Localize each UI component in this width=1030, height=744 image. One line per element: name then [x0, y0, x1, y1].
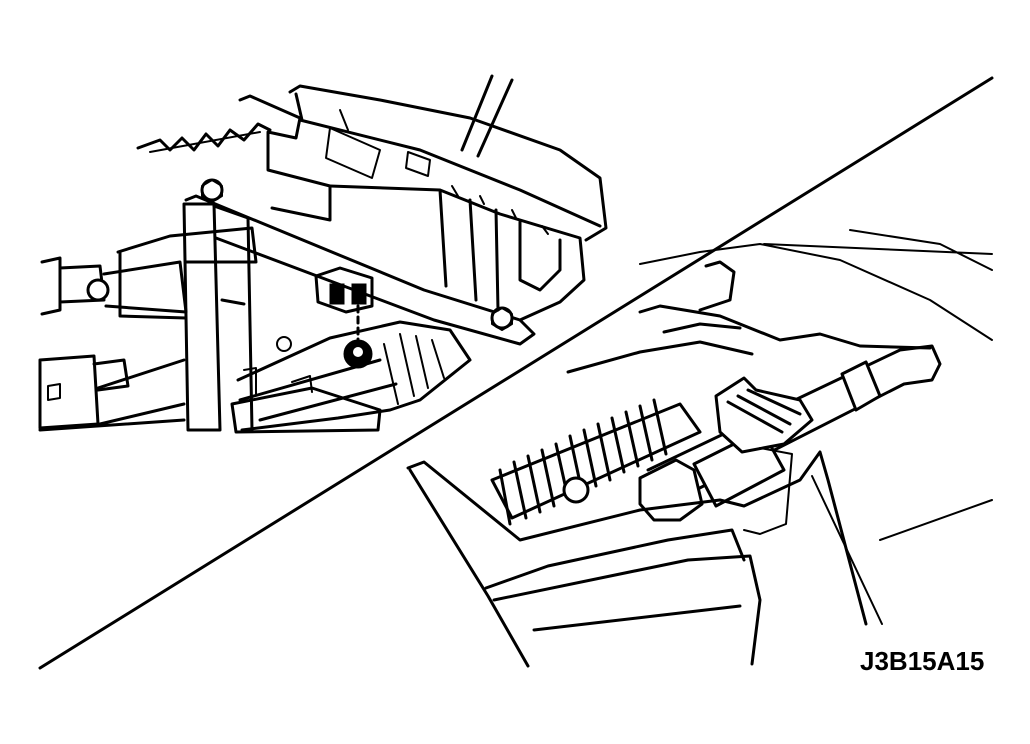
figure-id-label: J3B15A15 [860, 646, 985, 676]
leader-line [811, 475, 883, 625]
bracket-bolt-hex [201, 179, 223, 203]
bracket-bolt-right-hex [491, 307, 513, 331]
harness-plug [86, 278, 110, 302]
cable-collar [840, 360, 882, 412]
lower-right-view [406, 229, 993, 668]
harness-body [116, 226, 258, 320]
lock-cylinder-tab [329, 283, 345, 305]
harness-connector [40, 256, 188, 316]
mounting-bracket [184, 94, 536, 346]
console-base [406, 450, 868, 668]
upper-left-view [38, 74, 608, 434]
casting-foot [230, 386, 382, 434]
casting-clips [243, 367, 313, 395]
bellows-boot [490, 398, 702, 526]
bracket-vertical-post [182, 202, 222, 432]
casting-hole [276, 336, 292, 352]
diagonal-divider [38, 76, 994, 670]
lower-rail [38, 358, 186, 432]
cable-lock-clip [714, 376, 814, 454]
serrated-edge-lower [149, 131, 261, 153]
hand-outline [566, 260, 932, 374]
bracket-side [212, 204, 254, 432]
lock-cylinder-housing [314, 266, 374, 314]
clip-slots [726, 388, 802, 434]
serrated-edge [136, 122, 272, 152]
casting-ribs [383, 333, 445, 405]
housing-body [328, 184, 586, 322]
lock-cylinder-tab-2 [351, 283, 367, 305]
trim-panel-lines [639, 229, 993, 541]
console-slot [484, 528, 746, 590]
boot-screw [562, 476, 590, 504]
column-cover-plate [288, 84, 608, 242]
housing-slots [451, 185, 549, 235]
lower-module-detail [47, 383, 61, 401]
cover-rib [325, 109, 431, 179]
lower-casting [236, 320, 472, 432]
steering-shaft [460, 74, 514, 158]
console-inner [743, 447, 793, 535]
retaining-screw-center [353, 347, 363, 357]
lower-module [38, 354, 130, 430]
shift-cable-rod [646, 344, 942, 500]
